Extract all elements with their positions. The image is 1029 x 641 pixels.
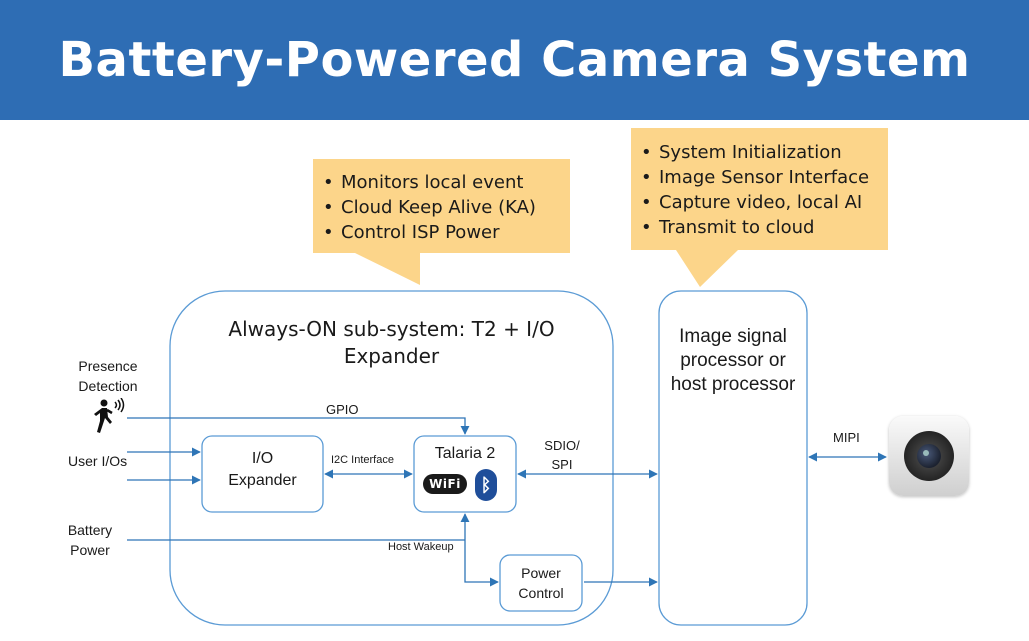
power-control-box [499, 554, 583, 612]
i2c-interface-label: I2C Interface [331, 454, 394, 466]
callout-left-item: Control ISP Power [323, 220, 536, 245]
title-banner: Battery-Powered Camera System [0, 0, 1029, 120]
gpio-arrow [127, 417, 470, 435]
sdio-spi-label-line1: SDIO/ [544, 438, 580, 453]
isp-label-line3: host processor [670, 374, 796, 395]
io-expander-label-line2: Expander [228, 472, 297, 489]
isp-box [658, 290, 808, 626]
presence-detection-label-line1: Presence [78, 358, 138, 374]
battery-power-label-line1: Battery [67, 522, 113, 538]
host-wakeup-arrow [460, 513, 499, 587]
person-walking-motion-icon [94, 398, 125, 433]
wifi-logo-icon: WiFi [423, 474, 467, 494]
subsystem-title-line2: Expander [343, 344, 440, 368]
io-expander-label-line1: I/O [251, 450, 274, 467]
isp-label: Image signal processor or host processor [659, 325, 807, 397]
mipi-label: MIPI [833, 430, 860, 445]
camera-icon [889, 416, 969, 496]
power-control-label-line2: Control [518, 585, 564, 601]
talaria-label: Talaria 2 [434, 445, 496, 462]
callout-right-item: Image Sensor Interface [641, 165, 869, 190]
io-expander-box [201, 435, 324, 513]
user-ios-label: User I/Os [68, 453, 128, 469]
battery-power-label: Battery Power [50, 520, 130, 560]
sdio-spi-label-line2: SPI [551, 457, 573, 472]
battery-power-label-line2: Power [70, 542, 110, 558]
callout-right-list: System Initialization Image Sensor Inter… [641, 140, 869, 240]
always-on-subsystem-box [169, 290, 614, 626]
callout-left-item: Cloud Keep Alive (KA) [323, 195, 536, 220]
subsystem-title: Always-ON sub-system: T2 + I/O Expander [170, 316, 613, 370]
bluetooth-icon: ᛒ [475, 469, 497, 501]
presence-detection-label-line2: Detection [78, 378, 138, 394]
sdio-spi-label: SDIO/ SPI [534, 436, 590, 474]
subsystem-title-line1: Always-ON sub-system: T2 + I/O [228, 317, 555, 341]
gpio-label: GPIO [326, 402, 359, 417]
host-wakeup-label: Host Wakeup [388, 541, 454, 553]
callout-right-item: Transmit to cloud [641, 215, 869, 240]
page-title: Battery-Powered Camera System [58, 32, 971, 88]
isp-label-line2: processor or [680, 350, 786, 371]
power-control-label-line1: Power [521, 565, 561, 581]
camera-lens-glint [923, 450, 929, 456]
camera-lens-inner [917, 444, 941, 468]
presence-detection-label: Presence Detection [58, 356, 158, 396]
callout-right-item: System Initialization [641, 140, 869, 165]
callout-left-item: Monitors local event [323, 170, 536, 195]
isp-label-line1: Image signal [679, 326, 787, 347]
callout-left-list: Monitors local event Cloud Keep Alive (K… [323, 170, 536, 245]
camera-lens [904, 431, 954, 481]
io-expander-label: I/O Expander [202, 448, 323, 492]
callout-right-item: Capture video, local AI [641, 190, 869, 215]
power-control-label: Power Control [500, 563, 582, 603]
